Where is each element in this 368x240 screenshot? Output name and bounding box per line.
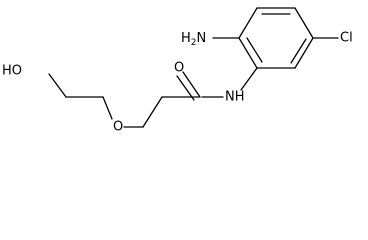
hydroxyl-label: HO bbox=[2, 64, 22, 79]
bond-ch2-oh bbox=[48, 73, 67, 98]
amine-label: H2N bbox=[181, 31, 206, 48]
benzene-ring bbox=[238, 7, 314, 69]
ring-bond-3 bbox=[294, 7, 314, 39]
bond-carbonyl-o-2 bbox=[176, 75, 195, 101]
bond-ether-ch2 bbox=[102, 96, 113, 120]
ring-bond-4 bbox=[294, 37, 314, 69]
bond-ring-nh bbox=[240, 67, 258, 91]
ring-bond-6-inner bbox=[246, 37, 263, 63]
ether-oxygen-label: O bbox=[113, 120, 123, 135]
ring-bond-4-inner bbox=[290, 38, 307, 64]
ring-bond-1 bbox=[238, 7, 258, 39]
bond-carbonyl-o-1 bbox=[182, 71, 201, 98]
carbonyl-oxygen-label: O bbox=[174, 61, 184, 76]
bond-ch2-ch2 bbox=[142, 96, 163, 128]
chloro-label: Cl bbox=[340, 31, 353, 46]
ring-bond-6 bbox=[238, 37, 258, 69]
structure-diagram: H2N Cl NH O O HO bbox=[2, 7, 353, 135]
amide-nh-label: NH bbox=[225, 90, 245, 105]
